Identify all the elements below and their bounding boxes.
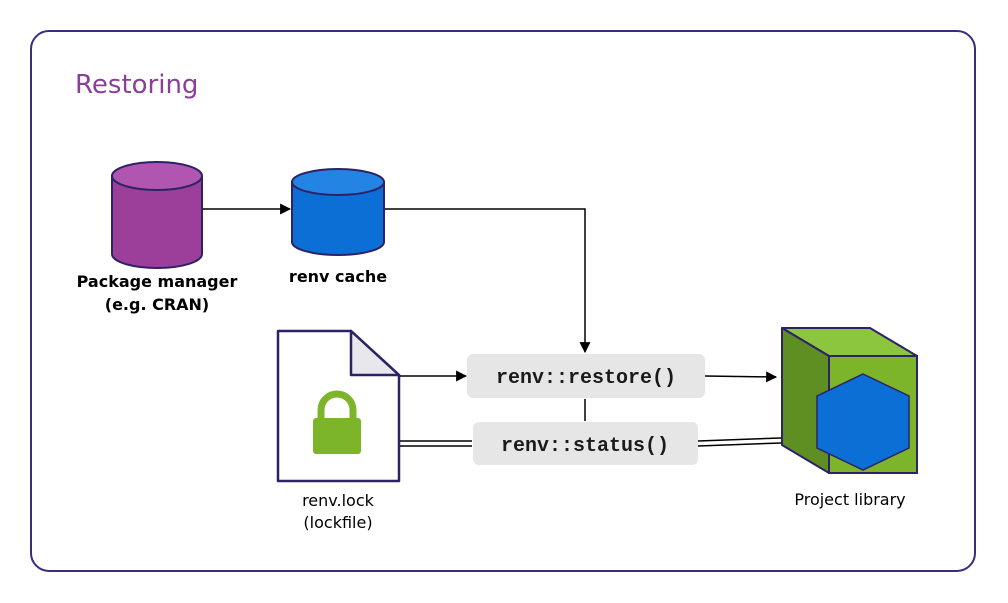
- renv-cache-database-icon: [291, 168, 385, 256]
- project-library-hexagon-icon: [816, 373, 910, 471]
- double-line-lockfile-to-status: [400, 440, 472, 447]
- arrow-restore-to-library: [704, 371, 778, 383]
- double-line-status-to-library: [697, 437, 782, 447]
- package-manager-database-icon: [111, 161, 203, 269]
- project-library-cube-icon: [781, 327, 918, 474]
- lockfile-label: renv.lock: [302, 491, 375, 510]
- arrow-cache-to-restore: [385, 208, 591, 354]
- lockfile-document-icon: [276, 329, 401, 483]
- renv-cache-label: renv cache: [289, 267, 387, 286]
- diagram-frame: [30, 30, 976, 572]
- lockfile-sublabel: (lockfile): [303, 513, 372, 532]
- package-manager-sublabel: (e.g. CRAN): [105, 295, 210, 314]
- restore-function-label: renv::restore(): [496, 367, 676, 390]
- status-function-box: [473, 422, 698, 465]
- restore-function-box: [467, 354, 705, 398]
- diagram-title: Restoring: [75, 70, 198, 100]
- package-manager-label: Package manager: [77, 272, 238, 291]
- status-function-label: renv::status(): [501, 435, 669, 458]
- lock-icon: [313, 390, 361, 454]
- project-library-label: Project library: [794, 490, 905, 509]
